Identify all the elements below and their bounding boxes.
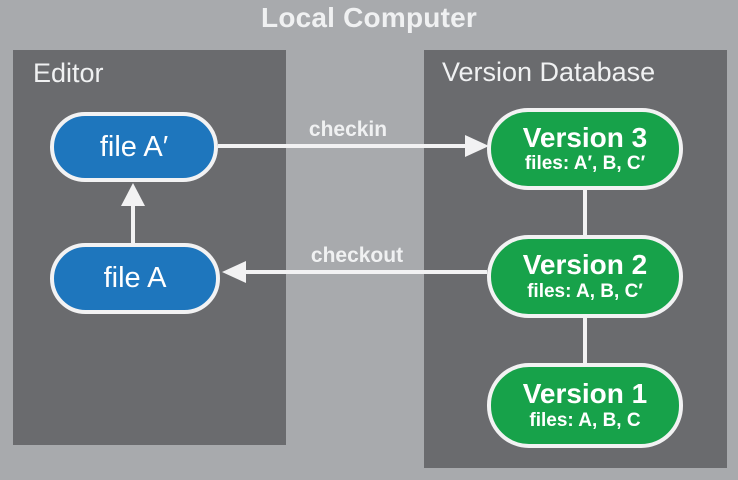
version-3-node: Version 3 files: A′, B, C′ (487, 108, 683, 190)
checkin-arrow-line (218, 144, 466, 148)
version-3-files: files: A′, B, C′ (524, 153, 646, 175)
version-1-files: files: A, B, C (529, 409, 641, 431)
diagram-title: Local Computer (261, 2, 477, 33)
version-1-node: Version 1 files: A, B, C (487, 363, 683, 448)
file-a-prime-node: file A′ (50, 112, 218, 182)
editor-panel-label: Editor (33, 58, 104, 88)
checkout-arrow-line (246, 270, 487, 274)
file-a-prime-label: file A′ (99, 130, 169, 163)
version-2-files: files: A, B, C′ (527, 280, 643, 302)
version-2-node: Version 2 files: A, B, C′ (487, 235, 683, 318)
checkout-label: checkout (310, 244, 404, 267)
file-a-label: file A (103, 262, 167, 294)
file-update-arrow-line (131, 204, 135, 245)
version3-version2-connector (583, 188, 587, 237)
version-2-title: Version 2 (522, 249, 648, 281)
version2-version1-connector (583, 316, 587, 365)
file-update-arrowhead-icon (121, 183, 145, 206)
version-1-title: Version 1 (522, 378, 648, 410)
checkin-label: checkin (308, 118, 388, 141)
version-3-title: Version 3 (522, 121, 648, 153)
version-database-panel-label: Version Database (442, 57, 656, 87)
file-a-node: file A (50, 243, 220, 314)
checkout-arrowhead-icon (222, 261, 246, 283)
checkin-arrowhead-icon (465, 135, 489, 157)
